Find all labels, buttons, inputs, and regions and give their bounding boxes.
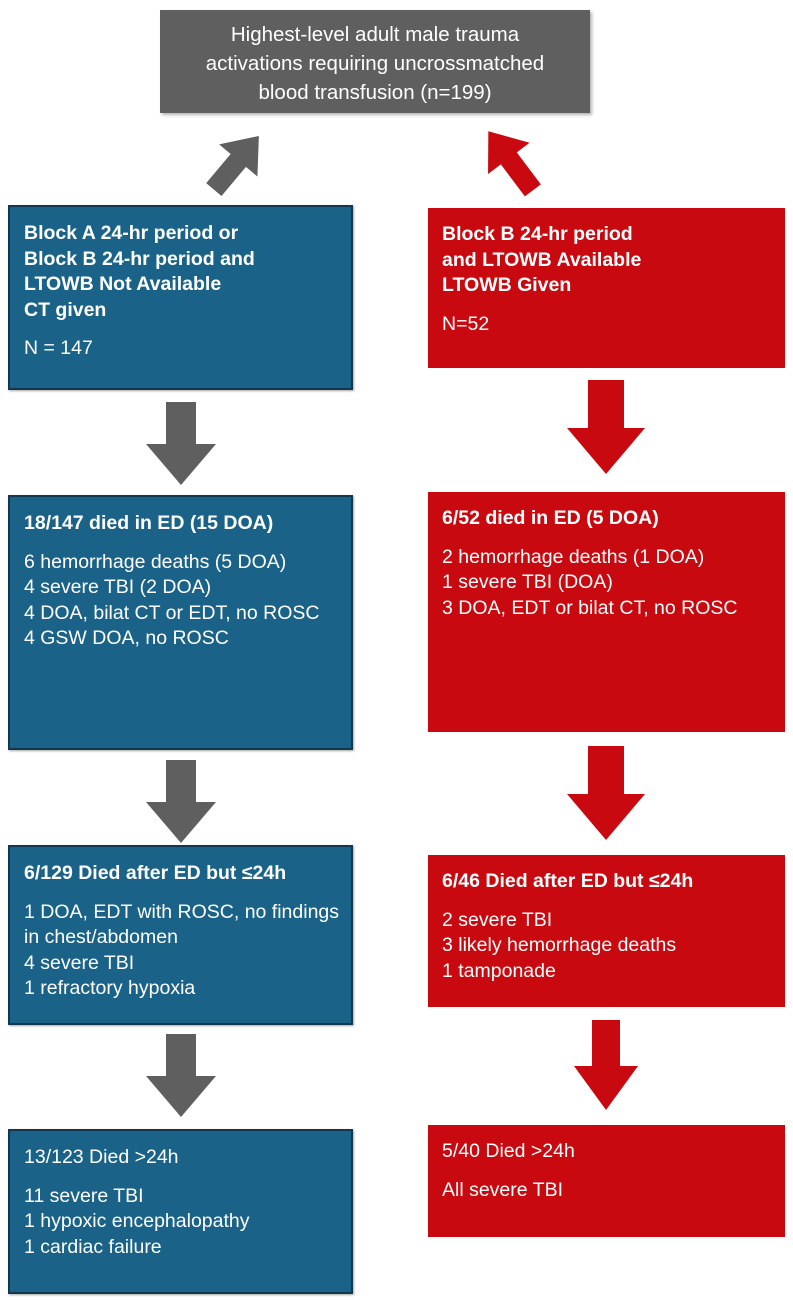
arrow-left-box3-to-box4 xyxy=(138,1032,224,1120)
right-box3-detail-1: 2 severe TBI xyxy=(442,908,553,931)
left-box3-heading: 6/129 Died after ED but ≤24h xyxy=(24,862,287,884)
left-box3-detail-1: 1 DOA, EDT with ROSC, no findings in che… xyxy=(24,900,345,949)
node-left-died-over-24h: 13/123 Died >24h 11 severe TBI 1 hypoxic… xyxy=(8,1129,353,1294)
node-right-died-after-ed-24h: 6/46 Died after ED but ≤24h 2 severe TBI… xyxy=(428,855,785,1007)
arrow-header-to-left-branch xyxy=(192,122,282,202)
right-box4-detail-1: All severe TBI xyxy=(442,1178,564,1201)
left-box3-spacer xyxy=(24,887,339,900)
right-box1-heading-line3: LTOWB Given xyxy=(442,274,572,296)
node-right-died-in-ed: 6/52 died in ED (5 DOA) 2 hemorrhage dea… xyxy=(428,492,785,732)
header-line-3: blood transfusion (n=199) xyxy=(258,81,492,104)
right-box4-spacer xyxy=(442,1165,773,1178)
right-box2-spacer xyxy=(442,532,773,545)
left-box2-detail-3: 4 DOA, bilat CT or EDT, no ROSC xyxy=(24,601,320,624)
right-box3-spacer xyxy=(442,895,773,908)
left-box3-detail-2: 4 severe TBI xyxy=(24,951,135,974)
right-box1-heading-line2: and LTOWB Available xyxy=(442,248,642,271)
right-box2-heading: 6/52 died in ED (5 DOA) xyxy=(442,507,659,529)
right-box1-heading-line1: Block B 24-hr period xyxy=(442,223,633,245)
node-left-died-after-ed-24h: 6/129 Died after ED but ≤24h 1 DOA, EDT … xyxy=(8,845,353,1025)
arrow-right-box2-to-box3 xyxy=(563,744,649,844)
right-box2-detail-2: 1 severe TBI (DOA) xyxy=(442,571,613,593)
left-box2-heading: 18/147 died in ED (15 DOA) xyxy=(24,512,274,534)
left-box2-detail-1: 6 hemorrhage deaths (5 DOA) xyxy=(24,550,287,573)
right-box2-detail-3: 3 DOA, EDT or bilat CT, no ROSC xyxy=(442,596,738,619)
left-box4-detail-3: 1 cardiac failure xyxy=(24,1235,162,1258)
right-box4-heading: 5/40 Died >24h xyxy=(442,1140,575,1162)
node-left-died-in-ed: 18/147 died in ED (15 DOA) 6 hemorrhage … xyxy=(8,495,353,750)
left-box1-heading-line4: CT given xyxy=(24,298,107,321)
left-box2-detail-4: 4 GSW DOA, no ROSC xyxy=(24,627,229,649)
right-box2-detail-1: 2 hemorrhage deaths (1 DOA) xyxy=(442,545,705,568)
right-box3-detail-2: 3 likely hemorrhage deaths xyxy=(442,934,677,956)
node-cohort-header: Highest-level adult male trauma activati… xyxy=(160,10,590,113)
left-box4-detail-2: 1 hypoxic encephalopathy xyxy=(24,1210,250,1232)
arrow-header-to-right-branch xyxy=(465,118,555,203)
left-box4-heading: 13/123 Died >24h xyxy=(24,1146,179,1168)
arrow-right-box1-to-box2 xyxy=(563,378,649,478)
left-box4-spacer xyxy=(24,1171,339,1184)
node-left-block-criteria: Block A 24-hr period or Block B 24-hr pe… xyxy=(8,205,353,390)
left-box2-detail-2: 4 severe TBI (2 DOA) xyxy=(24,576,212,598)
right-box1-spacer xyxy=(442,299,773,312)
right-box1-count: N=52 xyxy=(442,312,490,335)
right-box3-heading: 6/46 Died after ED but ≤24h xyxy=(442,870,694,892)
header-line-2: activations requiring uncrossmatched xyxy=(205,52,545,75)
right-box3-detail-3: 1 tamponade xyxy=(442,959,556,982)
arrow-left-box1-to-box2 xyxy=(138,400,224,488)
left-box1-heading-line1: Block A 24-hr period or xyxy=(24,222,239,244)
node-right-block-criteria: Block B 24-hr period and LTOWB Available… xyxy=(428,208,785,368)
left-box1-count: N = 147 xyxy=(24,337,93,359)
arrow-right-box3-to-box4 xyxy=(568,1018,644,1114)
left-box3-detail-3: 1 refractory hypoxia xyxy=(24,977,196,999)
left-box1-heading-line2: Block B 24-hr period and xyxy=(24,247,255,270)
node-right-died-over-24h: 5/40 Died >24h All severe TBI xyxy=(428,1125,785,1237)
left-box4-detail-1: 11 severe TBI xyxy=(24,1184,144,1207)
arrow-left-box2-to-box3 xyxy=(138,758,224,846)
left-box1-spacer xyxy=(24,323,339,336)
header-line-1: Highest-level adult male trauma xyxy=(230,23,520,46)
left-box2-spacer xyxy=(24,537,339,550)
left-box1-heading-line3: LTOWB Not Available xyxy=(24,273,222,295)
